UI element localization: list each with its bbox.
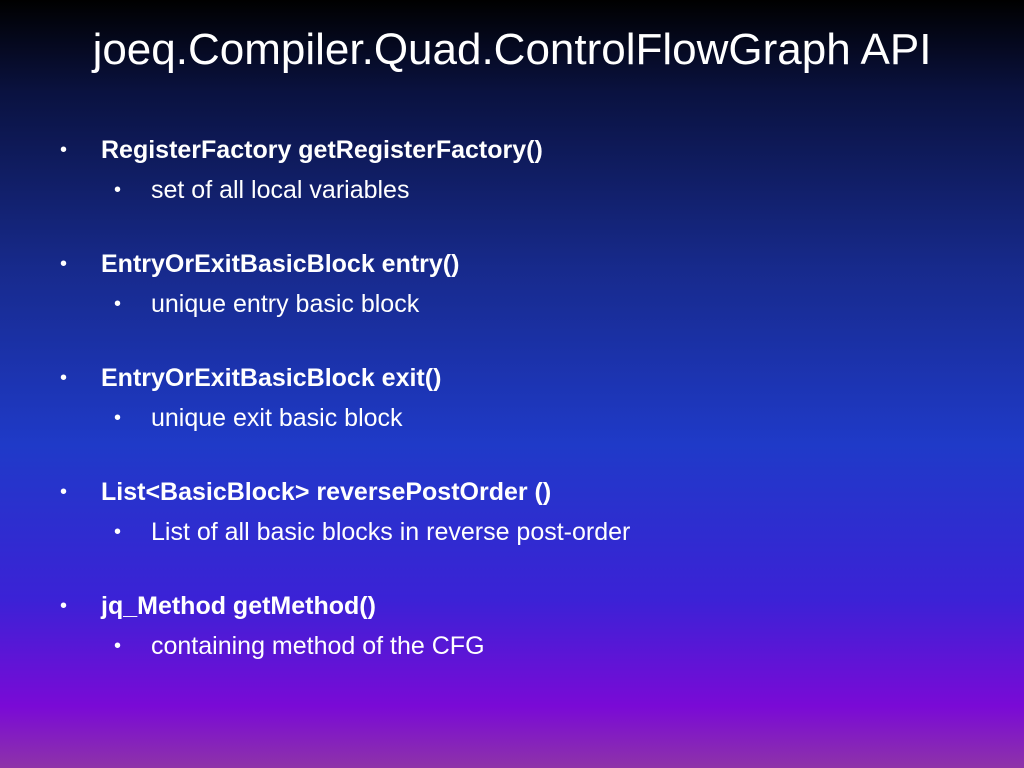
bullet-icon: • [60, 481, 68, 503]
method-signature: RegisterFactory getRegisterFactory() [101, 136, 543, 164]
description-row: • set of all local variables [56, 170, 996, 210]
method-row: • jq_Method getMethod() [56, 586, 996, 626]
list-item: • EntryOrExitBasicBlock entry() • unique… [56, 244, 996, 358]
method-row: • EntryOrExitBasicBlock exit() [56, 358, 996, 398]
bullet-icon: • [60, 595, 68, 617]
description-row: • containing method of the CFG [56, 626, 996, 666]
method-row: • List<BasicBlock> reversePostOrder () [56, 472, 996, 512]
method-description: set of all local variables [151, 176, 410, 204]
method-description: unique entry basic block [151, 290, 420, 318]
list-item: • RegisterFactory getRegisterFactory() •… [56, 130, 996, 244]
method-signature: jq_Method getMethod() [101, 592, 376, 620]
list-item: • List<BasicBlock> reversePostOrder () •… [56, 472, 996, 586]
bullet-icon: • [114, 179, 122, 201]
description-row: • List of all basic blocks in reverse po… [56, 512, 996, 552]
bullet-icon: • [114, 407, 122, 429]
slide-title: joeq.Compiler.Quad.ControlFlowGraph API [92, 25, 932, 74]
method-description: containing method of the CFG [151, 632, 485, 660]
bullet-list: • RegisterFactory getRegisterFactory() •… [56, 130, 996, 700]
method-signature: EntryOrExitBasicBlock entry() [101, 250, 460, 278]
bullet-icon: • [114, 293, 122, 315]
bullet-icon: • [60, 253, 68, 275]
method-description: List of all basic blocks in reverse post… [151, 518, 631, 546]
method-signature: EntryOrExitBasicBlock exit() [101, 364, 442, 392]
description-row: • unique entry basic block [56, 284, 996, 324]
description-row: • unique exit basic block [56, 398, 996, 438]
list-item: • EntryOrExitBasicBlock exit() • unique … [56, 358, 996, 472]
method-row: • EntryOrExitBasicBlock entry() [56, 244, 996, 284]
method-signature: List<BasicBlock> reversePostOrder () [101, 478, 552, 506]
list-item: • jq_Method getMethod() • containing met… [56, 586, 996, 700]
bullet-icon: • [60, 367, 68, 389]
bullet-icon: • [114, 635, 122, 657]
method-description: unique exit basic block [151, 404, 403, 432]
method-row: • RegisterFactory getRegisterFactory() [56, 130, 996, 170]
bullet-icon: • [114, 521, 122, 543]
bullet-icon: • [60, 139, 68, 161]
